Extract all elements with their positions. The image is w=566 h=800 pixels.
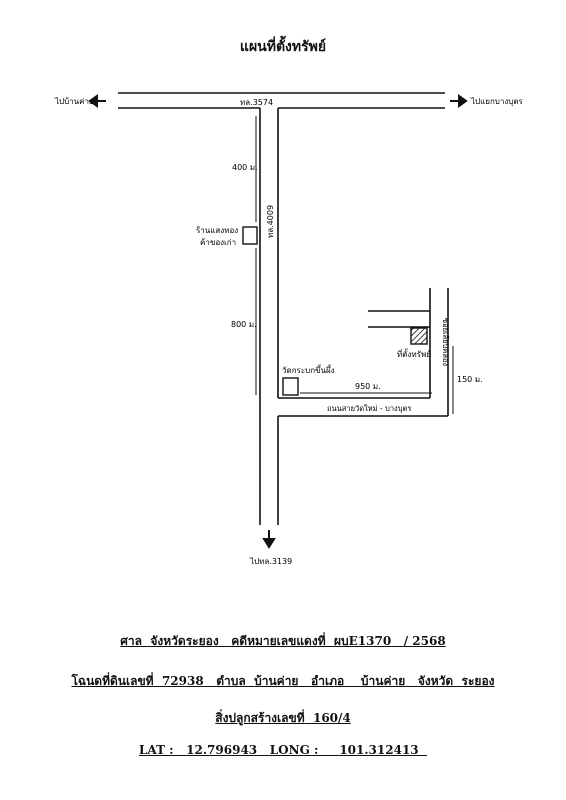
temple-marker [282,377,299,396]
bottom-destination: ไปทล.3139 [249,557,292,566]
page-title: แผนที่ตั้งทรัพย์ [239,39,327,55]
shop-name-line2: ค้าของเก่า [200,238,236,247]
soi-road [368,288,449,416]
road-watmai-bangbut [278,397,448,417]
property-marker [410,327,428,345]
road-3574-label: ทล.3574 [240,98,273,107]
road-4009-label: ทล.4009 [266,205,275,238]
distance-950: 950 ม. [355,382,381,391]
property-label: ที่ตั้งทรัพย์ [397,348,431,359]
coordinates-line: LAT : 12.796943 LONG : 101.312413 [138,743,419,757]
distance-150: 150 ม. [457,375,483,384]
road-3574 [118,92,445,109]
shop-name-line1: ร้านแสงทอง [196,226,238,235]
building-line: สิ่งปลูกสร้างเลขที่ 160/4 [215,711,351,725]
distance-400: 400 ม. [232,163,258,172]
left-destination: ไปบ้านค่าย [54,97,94,106]
road-4009 [259,108,279,525]
temple-label: วัดกระบกขึ้นผึ้ง [282,364,335,375]
distance-800: 800 ม. [231,320,257,329]
location-map: ทล.3574 ไปบ้านค่าย ไปแยกบางบุตร ทล.4009 … [54,92,524,566]
deed-line: โฉนดที่ดินเลขที่ 72938 ตำบล บ้านค่าย อำเ… [71,674,495,688]
arrow-left-icon [88,94,106,108]
soi-label: ซอยเลียบคลอง [441,318,450,366]
road-bottom-label: ถนนสายวัดใหม่ - บางบุตร [327,404,411,413]
arrow-right-icon [450,94,468,108]
right-destination: ไปแยกบางบุตร [470,97,524,106]
court-line: ศาล จังหวัดระยอง คดีหมายเลขแดงที่ ผบE137… [120,634,446,648]
shop-marker [242,226,258,245]
arrow-down-icon [262,530,276,549]
